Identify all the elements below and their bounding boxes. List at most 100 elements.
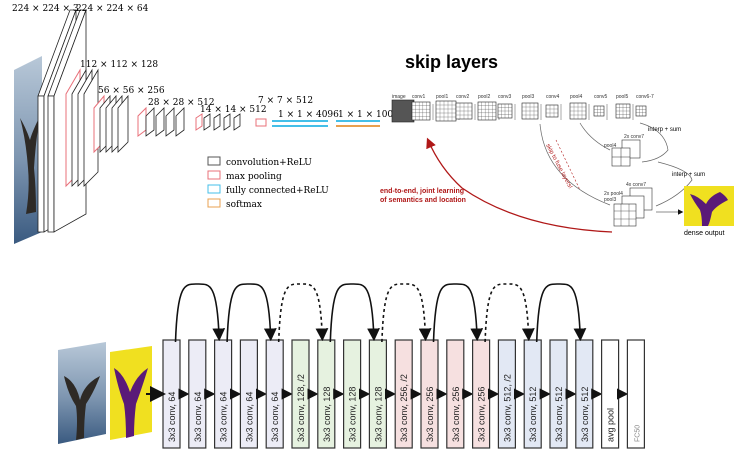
svg-text:2x pool4: 2x pool4 — [604, 191, 623, 197]
resnet-layer-label-19: FC50 — [634, 425, 641, 442]
fcn-stage-block-conv1 — [411, 101, 434, 121]
fcn-stage-label-conv3: conv3 — [498, 94, 512, 100]
fcn-stage-block-pool5 — [615, 103, 634, 120]
resnet-skip-8 — [535, 283, 587, 343]
fcn-curve-3 — [655, 161, 693, 207]
fcn-title: skip layers — [405, 52, 498, 72]
resnet-layer-9: 3x3 conv, 128 — [368, 339, 387, 449]
fcn-stage-label-pool4: pool4 — [570, 94, 582, 100]
fcn-e2e-line2: of semantics and location — [380, 197, 466, 204]
resnet-layer-label-8: 3x3 conv, 128 — [348, 387, 358, 442]
fcn-end-to-end-curve — [426, 137, 613, 233]
resnet-layer-3: 3x3 conv, 64 — [214, 339, 233, 449]
resnet-layer-label-5: 3x3 conv, 64 — [270, 392, 280, 442]
fcn-fuse-pool4: 2x conv7 pool4 — [604, 134, 644, 167]
resnet-skip-connections — [174, 283, 587, 343]
fcn-dense-output-image — [684, 186, 734, 226]
fcn-stage-label-conv5: conv5 — [594, 94, 608, 100]
resnet-layer-11: 3x3 conv, 256 — [420, 339, 439, 449]
resnet-layer-label-7: 3x3 conv, 128 — [322, 387, 332, 442]
resnet-mask-image — [110, 346, 152, 440]
fcn-stage-label-pool1: pool1 — [436, 94, 448, 100]
vgg-block-2 — [65, 68, 99, 188]
resnet-layer-12: 3x3 conv, 256 — [446, 339, 465, 449]
fcn-stage-block-pool1 — [435, 100, 460, 122]
fcn-stage-block-pool2 — [477, 101, 500, 121]
resnet-layer-6: 3x3 conv, 128, /2 — [291, 339, 310, 449]
vgg-diagram: 224 × 224 × 3 224 × 224 × 64 112 × 112 ×… — [12, 4, 399, 244]
svg-text:convolution+ReLU: convolution+ReLU — [226, 158, 312, 168]
vgg-dim-5: 28 × 28 × 512 — [148, 98, 215, 108]
resnet-skip-7 — [484, 283, 535, 343]
vgg-input-image — [14, 56, 42, 244]
vgg-pool-7 — [255, 118, 267, 127]
fcn-stage-block-conv4 — [545, 104, 562, 120]
vgg-dim-3: 112 × 112 × 128 — [80, 60, 158, 70]
resnet-layer-label-6: 3x3 conv, 128, /2 — [296, 374, 306, 442]
resnet-layer-8: 3x3 conv, 128 — [343, 339, 362, 449]
resnet-layer-7: 3x3 conv, 128 — [317, 339, 336, 449]
vgg-block-4 — [137, 106, 185, 137]
fcn-curve-4 — [539, 123, 611, 206]
svg-text:4x conv7: 4x conv7 — [626, 182, 646, 188]
resnet-layer-label-4: 3x3 conv, 64 — [244, 392, 254, 442]
resnet-layer-label-3: 3x3 conv, 64 — [219, 392, 229, 442]
resnet-skip-6 — [432, 283, 484, 343]
resnet-skip-3 — [277, 283, 329, 343]
fcn-stage-label-pool3: pool3 — [522, 94, 534, 100]
fcn-interp-sum-1: interp + sum — [648, 127, 681, 133]
resnet-layer-4: 3x3 conv, 64 — [239, 339, 258, 449]
vgg-dim-8: 1 × 1 × 4096 — [278, 110, 339, 120]
fcn-dense-output-label: dense output — [684, 230, 725, 237]
resnet-layer-1: 3x3 conv, 64 — [162, 339, 181, 449]
fcn-e2e-line1: end-to-end, joint learning — [380, 188, 464, 195]
resnet-layer-label-16: 3x3 conv, 512 — [554, 387, 564, 442]
fcn-curve-1 — [639, 122, 669, 163]
resnet-layer-15: 3x3 conv, 512 — [523, 339, 542, 449]
resnet-layer-label-1: 3x3 conv, 64 — [167, 392, 177, 442]
svg-text:2x conv7: 2x conv7 — [624, 134, 644, 140]
vgg-dim-7: 7 × 7 × 512 — [258, 96, 313, 106]
resnet-skip-4 — [329, 283, 380, 343]
fcn-stage-block-conv2 — [455, 102, 476, 120]
resnet-layer-label-13: 3x3 conv, 256 — [477, 387, 487, 442]
svg-text:pool3: pool3 — [604, 197, 616, 203]
vgg-dim-2: 224 × 224 × 64 — [76, 4, 149, 14]
fcn-curve-2 — [579, 122, 611, 151]
resnet-layer-label-17: 3x3 conv, 512 — [580, 387, 590, 442]
vgg-dim-1: 224 × 224 × 3 — [12, 4, 79, 14]
vgg-block-5 — [195, 113, 241, 131]
resnet-layer-14: 3x3 conv, 512, /2 — [497, 339, 516, 449]
vgg-dim-6: 14 × 14 × 512 — [200, 105, 267, 115]
svg-text:pool4: pool4 — [604, 143, 616, 149]
resnet-layers: 3x3 conv, 64 3x3 conv, 64 3x3 conv, 64 3x3 … — [162, 339, 646, 449]
legend-fully-connected: fully connected+ReLU — [207, 184, 329, 196]
resnet-skip-5 — [381, 283, 432, 343]
resnet-skip-2 — [226, 283, 277, 343]
fcn-fuse-pool3: 4x conv7 2x pool4 pool3 — [604, 182, 653, 227]
resnet-layer-label-18: avg pool — [606, 408, 616, 442]
legend-conv-relu: convolution+ReLU — [207, 156, 312, 168]
fcn-stage-block-pool4 — [569, 102, 590, 120]
fcn-stage-label-pool2: pool2 — [478, 94, 490, 100]
vgg-dim-9: 1 × 1 × 1000 — [338, 110, 399, 120]
vgg-block-3 — [93, 94, 129, 154]
resnet-input-image — [58, 342, 106, 444]
resnet-layer-label-2: 3x3 conv, 64 — [193, 392, 203, 442]
fcn-stage-blocks — [391, 99, 647, 123]
resnet-layer-label-10: 3x3 conv, 256, /2 — [399, 374, 409, 442]
resnet-layer-13: 3x3 conv, 256 — [472, 339, 491, 449]
fcn-stage-label-image: image — [392, 94, 406, 100]
fcn-stage-block-conv5 — [593, 104, 608, 120]
resnet-layer-label-14: 3x3 conv, 512, /2 — [502, 374, 512, 442]
vgg-dim-4: 56 × 56 × 256 — [98, 86, 165, 96]
fcn-stage-block-pool3 — [521, 102, 542, 120]
resnet-diagram: 3x3 conv, 64 3x3 conv, 64 3x3 conv, 64 3x3 … — [58, 283, 646, 449]
fcn-stage-label-conv6-7: conv6-7 — [636, 94, 654, 100]
svg-text:max pooling: max pooling — [226, 172, 282, 182]
resnet-layer-16: 3x3 conv, 512 — [549, 339, 568, 449]
resnet-layer-label-9: 3x3 conv, 128 — [373, 387, 383, 442]
vgg-legend: convolution+ReLU max pooling fully conne… — [207, 156, 329, 210]
resnet-layer-label-15: 3x3 conv, 512 — [528, 387, 538, 442]
